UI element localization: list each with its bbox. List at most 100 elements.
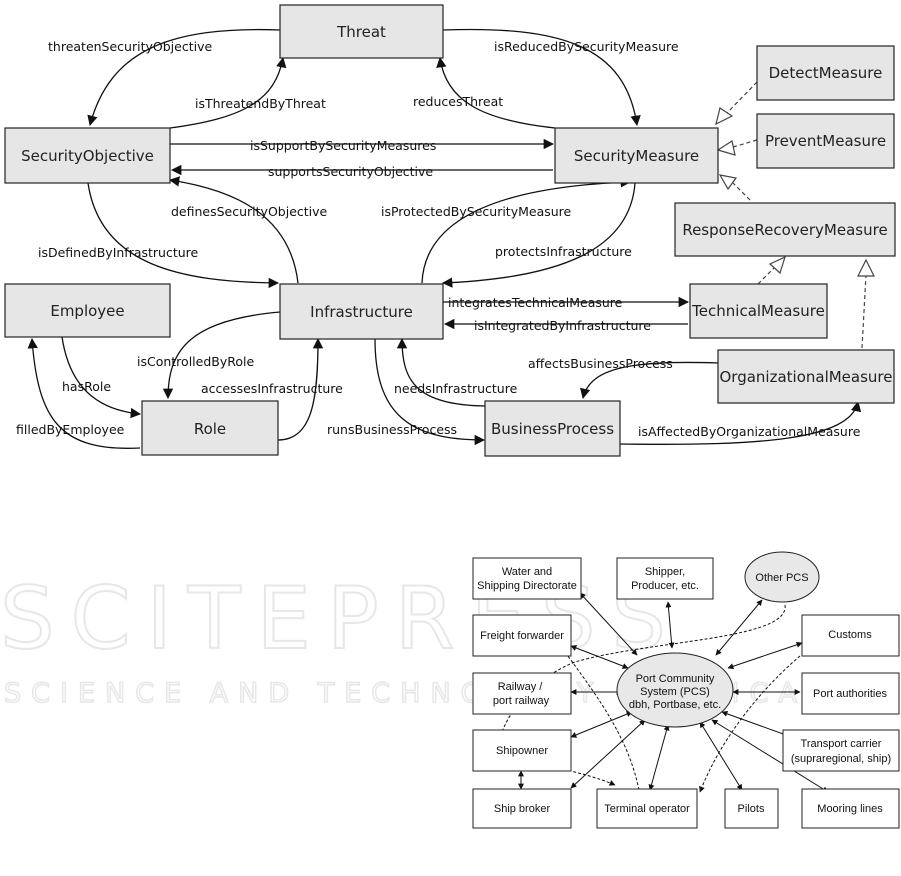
node-detect-measure: DetectMeasure (756, 45, 895, 101)
node-role-label: Role (194, 420, 226, 438)
node-detect-measure-label: DetectMeasure (769, 64, 883, 82)
node-response-recovery-measure: ResponseRecoveryMeasure (674, 202, 896, 257)
pcs-link-customs (727, 641, 803, 670)
edge-has-role (61, 336, 142, 419)
pcs-center-line-3: dbh, Portbase, etc. (629, 699, 721, 711)
pcs-freight-forwarder-label: Freight forwarder (480, 630, 564, 642)
label-is-reduced-by-security-measure: isReducedBySecurityMeasure (494, 39, 679, 54)
pcs-other-pcs: Other PCS (744, 551, 820, 603)
node-security-measure: SecurityMeasure (554, 127, 719, 184)
pcs-ship-broker: Ship broker (472, 788, 572, 829)
pcs-link-forwarder (570, 645, 629, 669)
edge-is-defined-by-infrastructure (87, 182, 280, 289)
pcs-other-pcs-label: Other PCS (755, 572, 808, 584)
pcs-center-line-1: Port Community (636, 673, 715, 685)
label-affects-business-process: affectsBusinessProcess (528, 356, 673, 371)
node-organizational-measure: OrganizationalMeasure (717, 349, 895, 404)
ontology-edge-labels: threatenSecurityObjective isThreatendByT… (16, 39, 861, 439)
label-has-role: hasRole (62, 379, 111, 394)
pcs-shipper-line-2: Producer, etc. (631, 580, 699, 592)
pcs-port-authorities-label: Port authorities (813, 688, 887, 700)
node-business-process: BusinessProcess (484, 400, 621, 457)
node-infrastructure: Infrastructure (279, 283, 444, 340)
pcs-pilots-label: Pilots (738, 803, 765, 815)
pcs-pilots: Pilots (724, 788, 779, 829)
pcs-transport-carrier-line-2: (supraregional, ship) (791, 753, 891, 765)
inherit-prevent-triangle (716, 140, 736, 156)
node-infrastructure-label: Infrastructure (310, 303, 413, 321)
label-is-support-by-security-measures: isSupportBySecurityMeasures (250, 138, 436, 153)
pcs-link-pilots (699, 721, 743, 791)
pcs-mooring-lines-label: Mooring lines (817, 803, 883, 815)
label-is-defined-by-infrastructure: isDefinedByInfrastructure (38, 245, 199, 260)
pcs-shipowner-label: Shipowner (496, 745, 548, 757)
edge-is-affected-by-organizational-measure (619, 400, 862, 445)
label-reduces-threat: reducesThreat (413, 94, 503, 109)
node-employee-label: Employee (50, 302, 124, 320)
pcs-link-shipowner (570, 711, 633, 738)
pcs-terminal-operator-label: Terminal operator (604, 803, 690, 815)
label-is-controlled-by-role: isControlledByRole (137, 354, 254, 369)
pcs-freight-forwarder: Freight forwarder (472, 614, 572, 657)
pcs-shipowner: Shipowner (472, 729, 572, 772)
edge-threaten-security-objective (87, 28, 281, 127)
pcs-center: Port Community System (PCS) dbh, Portbas… (616, 652, 734, 728)
pcs-port-authorities: Port authorities (801, 672, 900, 715)
node-security-objective-label: SecurityObjective (21, 147, 154, 165)
pcs-railway-line-2: port railway (493, 695, 550, 707)
pcs-railway-line-1: Railway / (498, 681, 544, 693)
inherit-organizational-triangle (857, 258, 875, 277)
label-is-affected-by-organizational-measure: isAffectedByOrganizationalMeasure (638, 424, 861, 439)
edge-reduces-threat (436, 56, 556, 129)
label-is-threatend-by-threat: isThreatendByThreat (195, 96, 326, 111)
label-needs-infrastructure: needsInfrastructure (394, 381, 518, 396)
edge-protects-infrastructure (441, 182, 636, 288)
inherit-detect-line (724, 81, 758, 116)
label-supports-security-objective: supportsSecurityObjective (268, 164, 433, 179)
node-threat-label: Threat (336, 23, 386, 41)
node-prevent-measure: PreventMeasure (756, 113, 895, 169)
pcs-customs-label: Customs (828, 629, 872, 641)
ontology-diagram: Threat SecurityObjective SecurityMeasure… (4, 4, 896, 457)
pcs-water-shipping-line-1: Water and (502, 566, 552, 578)
pcs-railway: Railway / port railway (472, 672, 572, 715)
node-employee: Employee (4, 283, 171, 338)
node-technical-measure: TechnicalMeasure (689, 283, 828, 339)
node-business-process-label: BusinessProcess (491, 420, 614, 438)
label-is-protected-by-security-measure: isProtectedBySecurityMeasure (381, 204, 572, 219)
pcs-transport-carrier-line-1: Transport carrier (801, 738, 882, 750)
node-role: Role (141, 400, 279, 456)
pcs-link-water (579, 592, 638, 656)
pcs-ship-broker-label: Ship broker (494, 803, 551, 815)
ontology-edges (27, 28, 862, 449)
edge-is-reduced-by-security-measure (442, 28, 641, 127)
edge-needs-infrastructure (396, 337, 486, 407)
inherit-technical-triangle (768, 255, 786, 275)
pcs-transport-carrier: Transport carrier (supraregional, ship) (782, 729, 900, 772)
label-threaten-security-objective: threatenSecurityObjective (48, 39, 212, 54)
inherit-technical-line (757, 265, 777, 285)
label-integrates-technical-measure: integratesTechnicalMeasure (448, 295, 623, 310)
label-runs-business-process: runsBusinessProcess (327, 422, 457, 437)
pcs-link-mooring (711, 719, 829, 793)
inherit-prevent-line (732, 139, 758, 148)
node-prevent-measure-label: PreventMeasure (765, 132, 886, 150)
pcs-shipper-line-1: Shipper, (645, 566, 685, 578)
inherit-response-line (732, 182, 751, 201)
pcs-links (518, 592, 829, 793)
inherit-organizational-line (861, 274, 867, 349)
pcs-water-shipping: Water and Shipping Directorate (472, 557, 582, 600)
pcs-link-terminal (648, 724, 670, 791)
label-is-integrated-by-infrastructure: isIntegratedByInfrastructure (474, 318, 651, 333)
node-security-objective: SecurityObjective (4, 127, 171, 184)
edge-filled-by-employee (27, 337, 141, 449)
inherit-response-triangle (718, 174, 738, 191)
node-technical-measure-label: TechnicalMeasure (691, 302, 825, 320)
watermark-sub: SCIENCE AND TECHNOLOGY PUBLICATIONS (4, 678, 901, 709)
edge-accesses-infrastructure (277, 337, 324, 441)
node-organizational-measure-label: OrganizationalMeasure (719, 368, 892, 386)
pcs-center-line-2: System (PCS) (640, 686, 710, 698)
edge-runs-business-process (374, 338, 486, 446)
label-protects-infrastructure: protectsInfrastructure (495, 244, 632, 259)
edge-is-threatend-by-threat (169, 56, 287, 129)
